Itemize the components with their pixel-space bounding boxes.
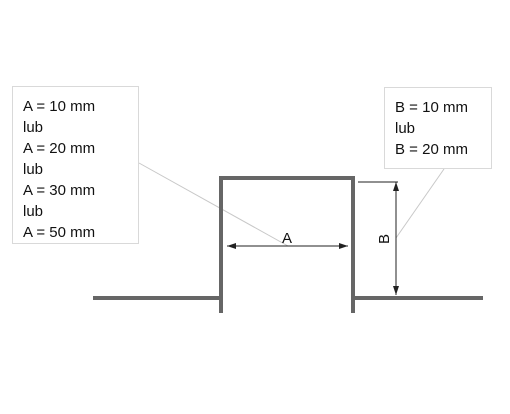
callout-a-line: lub: [23, 161, 44, 178]
dimension-a-label: A: [282, 230, 292, 247]
callout-b-line: B = 10 mm: [395, 99, 468, 116]
callout-a-line: lub: [23, 119, 44, 136]
callout-b: B = 10 mm lub B = 20 mm: [384, 87, 492, 169]
leader-line-a: [138, 162, 289, 247]
callout-a-line: A = 50 mm: [23, 224, 96, 241]
dimension-b-label: B: [376, 234, 393, 244]
dimension-a: [227, 243, 348, 249]
leader-line-b: [395, 168, 445, 239]
callout-a-line: lub: [23, 203, 44, 220]
callout-a-line: A = 20 mm: [23, 140, 96, 157]
u-profile: [93, 176, 483, 313]
callout-a: A = 10 mm lub A = 20 mm lub A = 30 mm lu…: [12, 86, 139, 244]
callout-a-line: A = 10 mm: [23, 98, 96, 115]
callout-b-line: B = 20 mm: [395, 141, 468, 158]
callout-b-line: lub: [395, 120, 416, 137]
dimension-b: [358, 181, 399, 295]
callout-a-line: A = 30 mm: [23, 182, 96, 199]
